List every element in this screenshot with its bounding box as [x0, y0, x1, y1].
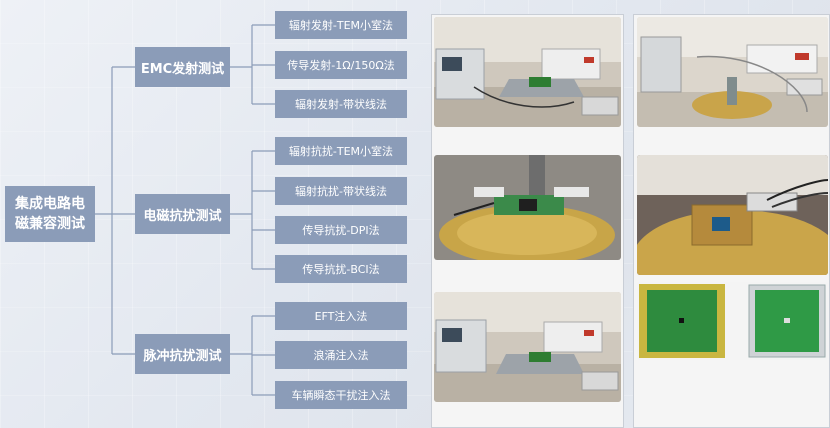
- photo-tem-cell-setup: [434, 17, 621, 127]
- photo-bci-setup: [434, 292, 621, 402]
- leaf-label: 辐射发射-TEM小室法: [288, 19, 394, 32]
- leaf-label: 传导发射-1Ω/150Ω法: [287, 59, 395, 72]
- leaf-conducted-immunity-bci: 传导抗扰-BCI法: [275, 255, 407, 283]
- leaf-vehicle-transient-injection: 车辆瞬态干扰注入法: [275, 381, 407, 409]
- leaf-eft-injection: EFT注入法: [275, 302, 407, 330]
- category-label: 电磁抗扰测试: [143, 208, 222, 224]
- category-label: 脉冲抗扰测试: [143, 348, 222, 364]
- root-node: 集成电路电磁兼容测试: [5, 186, 95, 242]
- root-label: 集成电路电磁兼容测试: [15, 196, 85, 232]
- leaf-conducted-immunity-dpi: 传导抗扰-DPI法: [275, 216, 407, 244]
- photo-dpi-injection-closeup: [637, 155, 828, 275]
- leaf-label: 传导抗扰-BCI法: [302, 263, 380, 276]
- leaf-label: 辐射抗扰-带状线法: [295, 185, 387, 198]
- photo-stripline-board-closeup: [434, 155, 621, 260]
- leaf-radiated-emission-tem: 辐射发射-TEM小室法: [275, 11, 407, 39]
- leaf-surge-injection: 浪涌注入法: [275, 341, 407, 369]
- leaf-radiated-immunity-tem: 辐射抗扰-TEM小室法: [275, 137, 407, 165]
- leaf-conducted-emission: 传导发射-1Ω/150Ω法: [275, 51, 407, 79]
- category-label: EMC发射测试: [140, 61, 225, 77]
- leaf-radiated-emission-stripline: 辐射发射-带状线法: [275, 90, 407, 118]
- leaf-label: EFT注入法: [314, 310, 368, 323]
- leaf-label: 辐射抗扰-TEM小室法: [288, 145, 394, 158]
- leaf-label: 传导抗扰-DPI法: [302, 224, 380, 237]
- leaf-label: 车辆瞬态干扰注入法: [291, 389, 391, 402]
- photo-gold-plate-probe-setup: [637, 17, 828, 127]
- category-emc-emission: EMC发射测试: [135, 47, 230, 87]
- leaf-label: 辐射发射-带状线法: [295, 98, 387, 111]
- leaf-label: 浪涌注入法: [313, 349, 369, 362]
- category-em-immunity: 电磁抗扰测试: [135, 194, 230, 234]
- category-pulse-immunity: 脉冲抗扰测试: [135, 334, 230, 374]
- photo-test-boards-green: [637, 282, 828, 360]
- leaf-radiated-immunity-stripline: 辐射抗扰-带状线法: [275, 177, 407, 205]
